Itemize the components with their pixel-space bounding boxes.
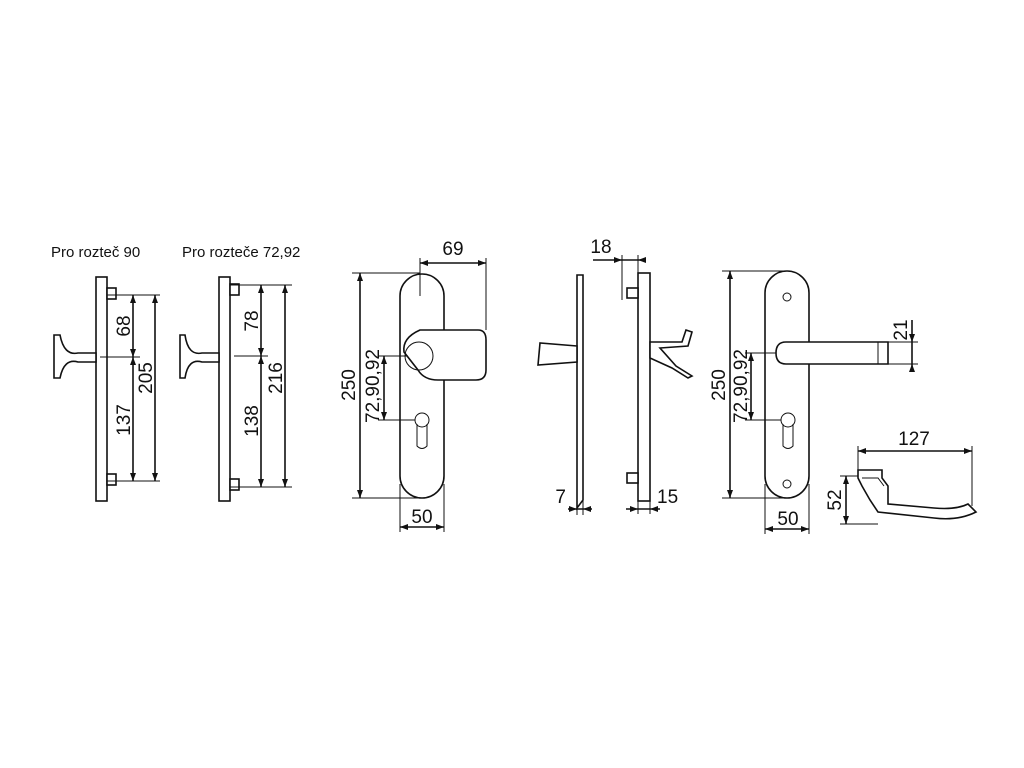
lever-handle-side xyxy=(857,469,978,520)
knob-profile-b xyxy=(179,334,220,379)
dim-side-b-top: 78 xyxy=(242,310,263,331)
front-view-lever-plate: 21 250 72,90,92 50 xyxy=(709,270,918,534)
outer-screw-top xyxy=(626,287,639,299)
screw-top-a xyxy=(106,287,117,300)
inner-plate xyxy=(576,274,584,511)
dim-side-b-total: 216 xyxy=(266,362,287,394)
screw-hole-bottom xyxy=(782,479,792,489)
lever-handle-front xyxy=(775,341,889,365)
knob-profile-a xyxy=(53,334,97,379)
dim-side-a-bottom: 137 xyxy=(114,404,135,436)
lever-side-view: 127 52 xyxy=(825,429,978,525)
knob-shape xyxy=(403,329,487,381)
knob-plate-outline xyxy=(399,273,445,499)
side-view-inner: 7 xyxy=(537,274,592,515)
outer-screw-bottom xyxy=(626,472,639,484)
caption-spacing-72-92: Pro rozteče 72,92 xyxy=(182,244,300,261)
arrowheads xyxy=(130,257,972,532)
side-view-b: 78 138 216 xyxy=(179,276,292,502)
caption-spacing-90: Pro rozteč 90 xyxy=(51,244,140,261)
plate-a xyxy=(95,276,108,502)
dim-side-b-bottom: 138 xyxy=(242,405,263,437)
dim-outer-plate-thickness: 15 xyxy=(657,487,678,508)
screw-bottom-a xyxy=(106,473,117,486)
dim-side-a-top: 68 xyxy=(114,315,135,336)
dim-knob-plate-width: 50 xyxy=(411,507,432,528)
dim-inner-plate-thickness: 7 xyxy=(555,487,566,508)
inner-spindle xyxy=(537,342,578,366)
dim-lever-spacing: 72,90,92 xyxy=(731,349,752,423)
dim-lever-length: 127 xyxy=(898,429,930,450)
lever-base-profile xyxy=(649,328,694,379)
lever-plate-outline xyxy=(764,270,810,499)
screw-bottom-b xyxy=(229,478,240,491)
side-view-a: 68 137 205 xyxy=(53,276,160,502)
screw-top-b xyxy=(229,283,240,296)
dim-lever-height: 21 xyxy=(891,319,912,340)
dim-outer-offset: 18 xyxy=(590,237,611,258)
plate-b xyxy=(218,276,231,502)
dim-knob-plate-height: 250 xyxy=(339,369,360,401)
dim-lever-plate-height: 250 xyxy=(709,369,730,401)
side-view-outer: 18 15 xyxy=(590,237,694,514)
dim-lever-plate-width: 50 xyxy=(777,509,798,530)
dim-lever-rise: 52 xyxy=(825,489,846,510)
dim-knob-spacing: 72,90,92 xyxy=(363,349,384,423)
front-view-knob-plate: 69 250 72,90,92 50 xyxy=(339,239,487,532)
dim-knob-projection: 69 xyxy=(442,239,463,260)
screw-hole-top xyxy=(782,292,792,302)
outer-plate xyxy=(637,272,651,502)
dim-side-a-total: 205 xyxy=(136,362,157,394)
